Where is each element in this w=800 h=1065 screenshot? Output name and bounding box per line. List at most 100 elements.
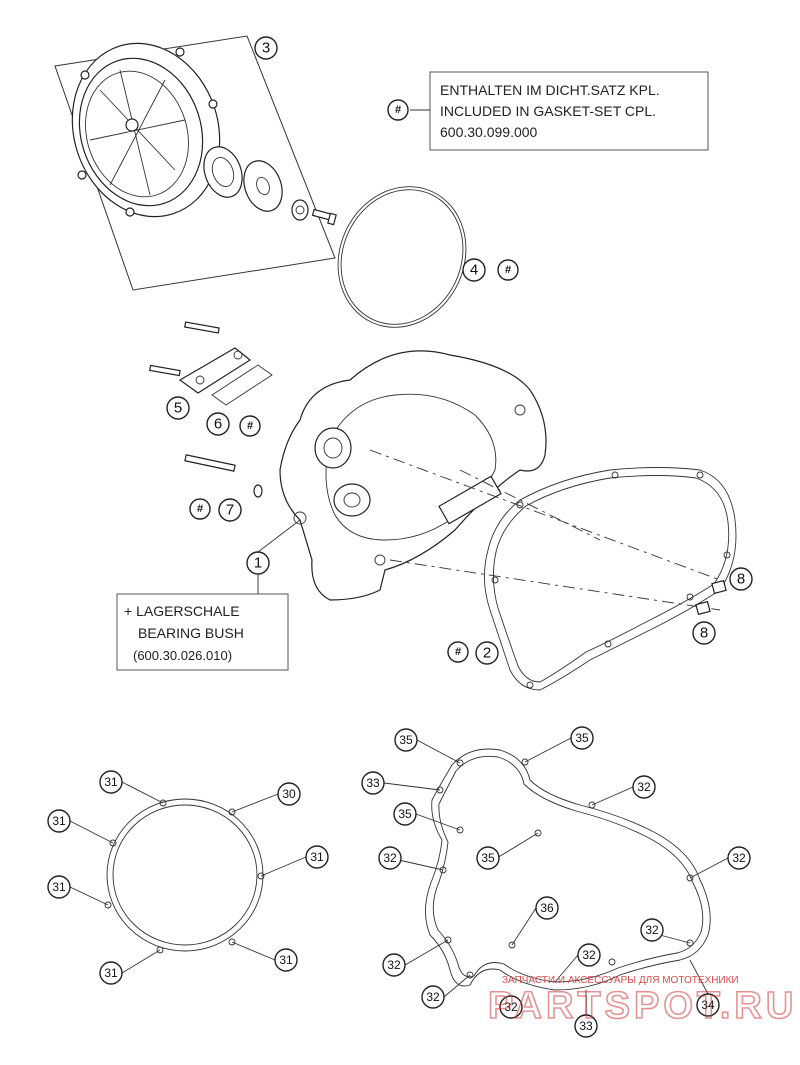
part-3-bolt — [311, 208, 337, 226]
callout-4-hash-symbol: # — [505, 264, 511, 276]
callout-31-bottom-right: 31 — [274, 948, 298, 972]
cover-gasket-ring — [104, 798, 265, 954]
callout-32-mid-right-label: 32 — [645, 923, 659, 937]
callout-32-bottom-center-label: 32 — [504, 1000, 518, 1014]
part-4-o-ring — [337, 186, 467, 328]
callout-31-left-lower-label: 31 — [52, 880, 66, 894]
callout-31-left-upper: 31 — [47, 809, 71, 833]
part-1-centerlines — [369, 449, 721, 611]
callout-32-left: 32 — [378, 846, 402, 870]
part-3-assembly-frame — [54, 35, 336, 291]
callout-32-lower-left: 32 — [382, 953, 406, 977]
callout-3: 3 — [254, 36, 278, 60]
part-8-dowels — [695, 579, 727, 616]
callout-33-upper: 33 — [361, 771, 385, 795]
crankcase-gasket — [425, 748, 711, 991]
callout-32-bottom-left-label: 32 — [426, 990, 440, 1004]
watermark-brand: PARTSPOT.RU — [488, 985, 797, 1027]
callout-32-lower-left-label: 32 — [387, 958, 401, 972]
part-1-clutch-cover — [279, 350, 547, 601]
part-2-gasket — [484, 467, 737, 691]
callout-31-bottom-right-label: 31 — [279, 953, 293, 967]
callout-32-mid-right: 32 — [640, 918, 664, 942]
callout-32-upper-right-label: 32 — [637, 780, 651, 794]
bearing-bush-note: + LAGERSCHALE BEARING BUSH (600.30.026.0… — [116, 593, 289, 671]
part-7-bolt — [184, 454, 263, 498]
callout-3-label: 3 — [262, 40, 270, 57]
callout-1: 1 — [246, 519, 301, 594]
callout-32-right-label: 32 — [732, 851, 746, 865]
callout-31-top-label: 31 — [104, 775, 118, 789]
callout-32-right: 32 — [727, 846, 751, 870]
part-3-impeller — [243, 160, 283, 212]
callout-35-center-label: 35 — [481, 851, 495, 865]
callout-2: # 2 — [447, 641, 499, 665]
callout-33-bottom: 33 — [574, 990, 598, 1038]
callout-8b: 8 — [692, 621, 716, 645]
callout-35-left: 35 — [393, 802, 417, 826]
callout-4-label: 4 — [470, 262, 478, 279]
callout-32-bottom-left: 32 — [421, 985, 445, 1009]
callout-34: 34 — [689, 959, 720, 1017]
gasket-note-hash-symbol: # — [395, 104, 401, 116]
bush-note-line1: + LAGERSCHALE — [124, 603, 240, 619]
callout-35-center: 35 — [476, 846, 500, 870]
callout-36: 36 — [535, 896, 559, 920]
callout-8a: 8 — [729, 567, 753, 591]
part-3-nut — [291, 199, 309, 221]
callout-7: # 7 — [189, 498, 242, 522]
callout-31-right: 31 — [305, 845, 329, 869]
callout-33-bottom-label: 33 — [579, 1019, 593, 1033]
callout-31-right-label: 31 — [310, 850, 324, 864]
callout-2-label: 2 — [483, 645, 491, 662]
callout-31-bottom: 31 — [99, 961, 123, 985]
callout-30-label: 30 — [282, 787, 296, 801]
callout-32-left-label: 32 — [383, 851, 397, 865]
part-5-bolts — [149, 321, 220, 377]
part-5-cover-plate — [178, 347, 252, 394]
callout-35-top-left-label: 35 — [399, 733, 413, 747]
callout-35-top-left: 35 — [394, 728, 418, 752]
part-3-impeller-disc — [203, 146, 243, 198]
gasket-note-line2: INCLUDED IN GASKET-SET CPL. — [440, 103, 656, 119]
bush-note-line2: BEARING BUSH — [138, 625, 244, 641]
callout-6: 6 # — [206, 412, 261, 437]
callout-35-left-label: 35 — [398, 807, 412, 821]
callout-1-label: 1 — [254, 555, 262, 572]
callout-7-hash-symbol: # — [197, 503, 203, 515]
callout-31-top: 31 — [99, 770, 123, 794]
callout-5: 5 — [166, 396, 190, 420]
callout-35-top-right: 35 — [570, 726, 594, 750]
callout-5-label: 5 — [174, 400, 182, 417]
callout-34-label: 34 — [701, 998, 715, 1012]
callout-31-left-lower: 31 — [47, 875, 71, 899]
callout-36-label: 36 — [540, 901, 554, 915]
gasket-note-line1: ENTHALTEN IM DICHT.SATZ KPL. — [440, 82, 660, 98]
watermark: ЗАПЧАСТИ И АКСЕССУАРЫ ДЛЯ МОТОТЕХНИКИ PA… — [487, 975, 797, 1028]
crankcase-gasket-leaders — [383, 737, 729, 998]
callout-8a-label: 8 — [737, 571, 745, 588]
callout-6-hash-symbol: # — [247, 420, 253, 432]
callout-30: 30 — [277, 782, 301, 806]
bush-note-line3: (600.30.026.010) — [133, 648, 232, 663]
callout-6-label: 6 — [214, 416, 222, 433]
callout-32-center-bottom: 32 — [577, 943, 601, 967]
callout-32-center-bottom-label: 32 — [582, 948, 596, 962]
callout-32-bottom-center: 32 — [499, 995, 523, 1019]
part-6-gasket — [211, 364, 273, 406]
callout-32-upper-right: 32 — [632, 775, 656, 799]
callout-31-bottom-label: 31 — [104, 966, 118, 980]
part-3-clutch-cover — [71, 42, 221, 218]
gasket-note-line3: 600.30.099.000 — [440, 124, 538, 140]
callout-31-left-upper-label: 31 — [52, 814, 66, 828]
callout-2-hash-symbol: # — [455, 646, 461, 658]
callout-4: 4 # — [462, 258, 519, 282]
callout-35-top-right-label: 35 — [575, 731, 589, 745]
callout-8b-label: 8 — [700, 625, 708, 642]
cover-gasket-leaders — [69, 781, 307, 974]
callout-33-upper-label: 33 — [366, 776, 380, 790]
gasket-set-note: # ENTHALTEN IM DICHT.SATZ KPL. INCLUDED … — [387, 71, 709, 151]
callout-7-label: 7 — [226, 502, 234, 519]
